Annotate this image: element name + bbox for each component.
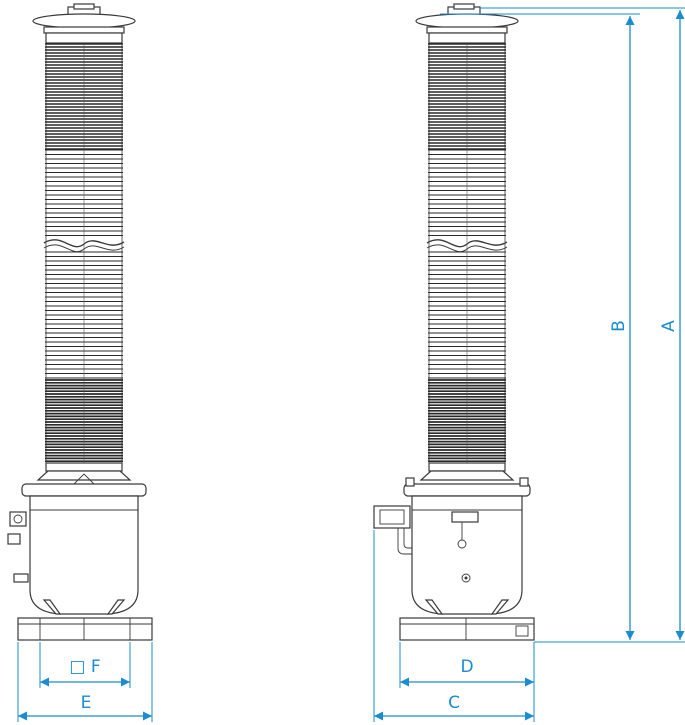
top-cap-right [415,13,519,29]
label-f: □ F [69,657,100,677]
label-b: B [609,320,629,332]
tank-left [29,495,139,615]
mounting-flange-right [403,483,531,497]
mounting-flange-left [21,483,147,497]
side-view [373,3,535,641]
break-line-left [43,239,125,248]
label-e: E [81,693,92,713]
porcelain-sheds-left [45,43,123,464]
base-frame-left [17,617,153,641]
label-c: C [448,693,460,713]
label-a: A [659,320,679,332]
porcelain-sheds-right [428,43,506,464]
label-d: D [460,657,473,677]
side-junction-box [373,505,411,529]
base-frame-right [399,617,535,641]
break-line-right [426,239,508,248]
dimensions: A B □ F E D C [17,7,685,722]
front-view [7,3,153,641]
top-cap-left [32,13,136,29]
